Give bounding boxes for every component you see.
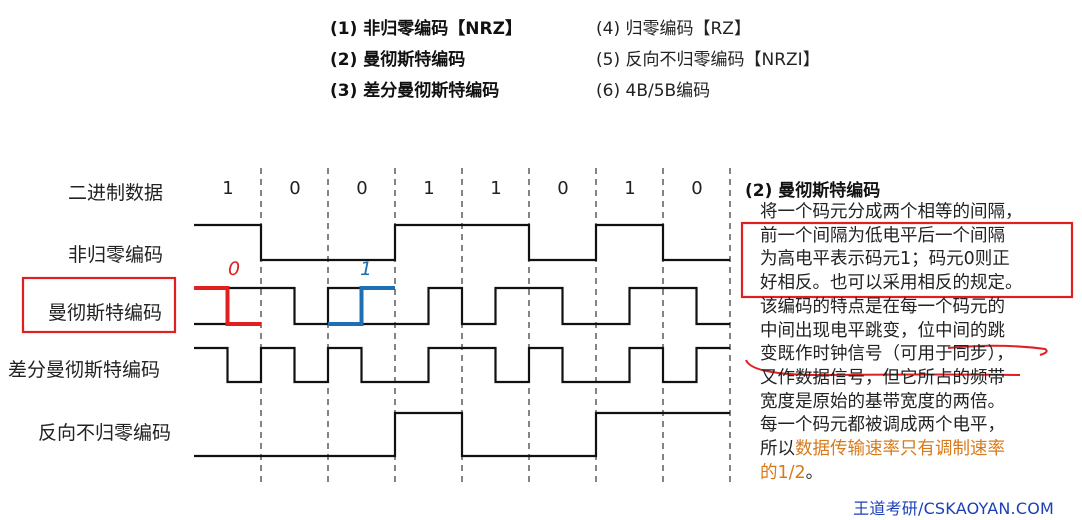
annotation-one: 1 — [360, 258, 373, 280]
bit-label: 1 — [423, 178, 435, 199]
encoding-item-4: (4) 归零编码【RZ】 — [596, 19, 751, 39]
underline-annotation — [745, 344, 1048, 377]
row-label-nrzi: 反向不归零编码 — [38, 422, 172, 444]
waveforms — [194, 223, 730, 458]
bit-label: 1 — [222, 178, 234, 199]
manchester-waveform — [194, 286, 730, 326]
row-label-manchester: 曼彻斯特编码 — [48, 302, 163, 324]
row-label-binary: 二进制数据 — [68, 182, 164, 204]
panel-line: 中间出现电平跳变，位中间的跳 — [760, 320, 1005, 341]
footer-brand: 王道考研/CSKAOYAN.COM — [853, 499, 1054, 518]
nrzi-waveform — [194, 411, 730, 458]
highlight-bit-one — [328, 286, 395, 326]
encoding-list-right: (4) 归零编码【RZ】 (5) 反向不归零编码【NRZI】 (6) 4B/5B… — [596, 14, 820, 107]
bit-label: 1 — [624, 178, 636, 199]
annotation-zero: 0 — [228, 258, 241, 280]
row-label-nrz: 非归零编码 — [68, 244, 164, 266]
bit-label: 0 — [691, 178, 703, 199]
panel-line: 每一个码元都被调成两个电平， — [760, 415, 1005, 436]
encoding-item-6: (6) 4B/5B编码 — [596, 81, 711, 101]
highlight-segments — [194, 286, 395, 326]
definition-box — [740, 221, 1074, 299]
panel-line: 又作数据信号，但它所占的频带 — [760, 367, 1005, 388]
panel-title: (2) 曼彻斯特编码 — [745, 181, 881, 201]
bit-label: 0 — [289, 178, 301, 199]
encoding-item-5: (5) 反向不归零编码【NRZI】 — [596, 50, 820, 70]
bit-label: 1 — [490, 178, 502, 199]
row-label-diff-manchester: 差分曼彻斯特编码 — [8, 359, 161, 381]
encoding-item-3: (3) 差分曼彻斯特编码 — [330, 81, 500, 101]
manchester-label-box — [21, 276, 177, 334]
panel-line: 变既作时钟信号（可用于同步）， — [760, 344, 1014, 365]
nrz-waveform — [194, 223, 730, 262]
panel-line: 好相反。也可以采用相反的规定。 — [760, 273, 1023, 294]
encoding-list-left: (1) 非归零编码【NRZ】 (2) 曼彻斯特编码 (3) 差分曼彻斯特编码 — [330, 14, 522, 107]
highlight-bit-zero — [194, 286, 261, 326]
bit-label: 0 — [356, 178, 368, 199]
panel-line: 该编码的特点是在每一个码元的 — [760, 296, 1005, 317]
panel-line: 所以数据传输速率只有调制速率 — [760, 439, 1005, 460]
encoding-item-2: (2) 曼彻斯特编码 — [330, 50, 466, 70]
diff-manchester-waveform — [194, 346, 730, 384]
panel-line: 将一个码元分成两个相等的间隔， — [760, 202, 1023, 222]
bit-label: 0 — [557, 178, 569, 199]
panel-line: 为高电平表示码元1；码元0则正 — [760, 249, 1010, 270]
panel-line: 宽度是原始的基带宽度的两倍。 — [760, 391, 1005, 412]
panel-line: 前一个间隔为低电平后一个间隔 — [760, 225, 1005, 246]
panel-line: 的1/2。 — [760, 462, 824, 483]
panel-text: 将一个码元分成两个相等的间隔， 前一个间隔为低电平后一个间隔 为高电平表示码元1… — [760, 201, 1065, 485]
encoding-item-1: (1) 非归零编码【NRZ】 — [330, 19, 522, 39]
